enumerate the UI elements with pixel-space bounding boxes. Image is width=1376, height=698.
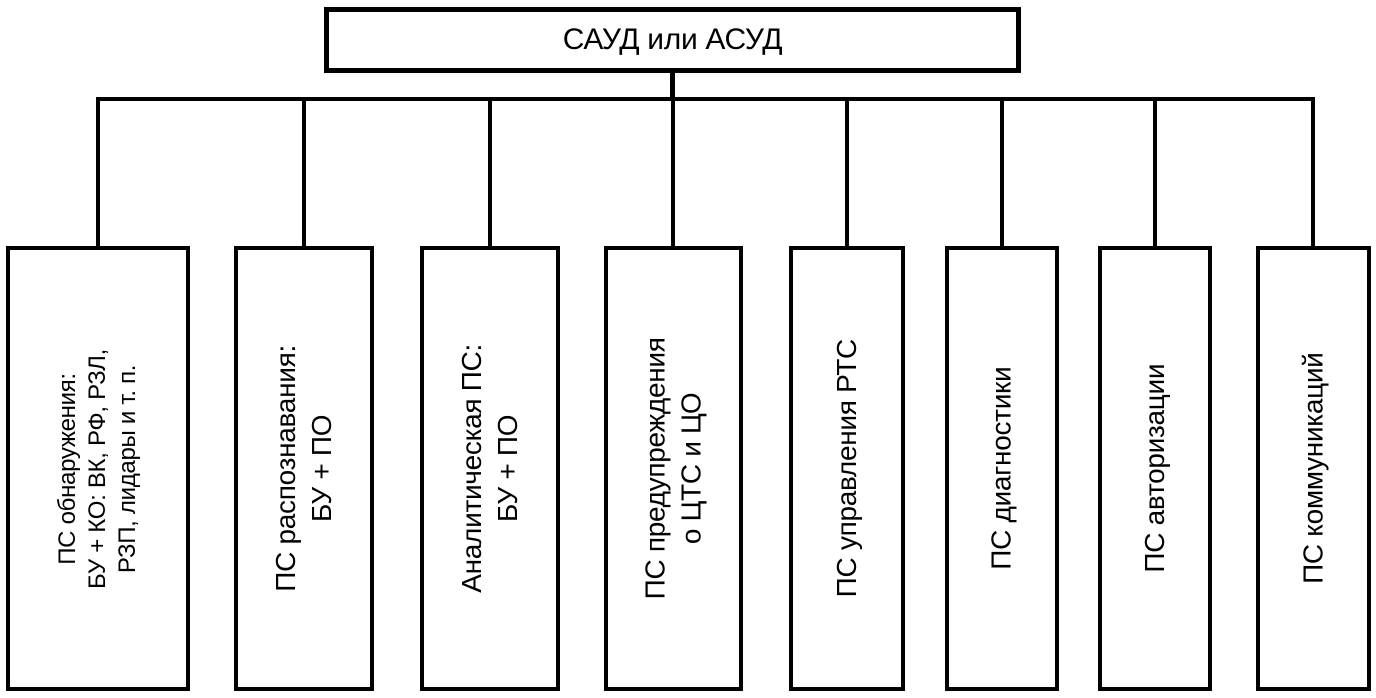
connector-drop-8 [1311, 99, 1315, 250]
node-label: ПС распознавания: БУ + ПО [269, 345, 338, 592]
node-analytics: Аналитическая ПС: БУ + ПО [420, 246, 560, 691]
node-label: Аналитическая ПС: БУ + ПО [455, 344, 523, 593]
connector-drop-1 [96, 99, 100, 250]
node-label: ПС управления РТС [830, 339, 862, 598]
node-label: ПС предупреждения о ЦТС и ЦО [639, 337, 707, 600]
node-label: ПС обнаружения: БУ + КО: ВК, РФ, РЗЛ, РЗ… [54, 348, 142, 589]
root-node-label: САУД или АСУД [562, 23, 783, 56]
connector-drop-7 [1153, 99, 1157, 250]
node-label: ПС коммуникаций [1297, 352, 1329, 585]
connector-drop-4 [671, 99, 675, 250]
node-recognition: ПС распознавания: БУ + ПО [234, 246, 374, 691]
connector-drop-2 [302, 99, 306, 250]
node-communications: ПС коммуникаций [1256, 246, 1371, 691]
node-warning: ПС предупреждения о ЦТС и ЦО [604, 246, 743, 691]
connector-drop-6 [1000, 99, 1004, 250]
root-node-saud: САУД или АСУД [324, 7, 1021, 73]
connector-drop-3 [488, 99, 492, 250]
node-diagnostics: ПС диагностики [945, 246, 1059, 691]
node-detection: ПС обнаружения: БУ + КО: ВК, РФ, РЗЛ, РЗ… [6, 246, 190, 691]
node-label: ПС диагностики [985, 366, 1017, 571]
node-rts-control: ПС управления РТС [789, 246, 905, 691]
connector-drop-5 [845, 99, 849, 250]
node-label: ПС авторизации [1138, 364, 1170, 573]
node-authorization: ПС авторизации [1098, 246, 1212, 691]
connector-root-stub [670, 70, 675, 100]
connector-horizontal-bus [96, 97, 1315, 101]
